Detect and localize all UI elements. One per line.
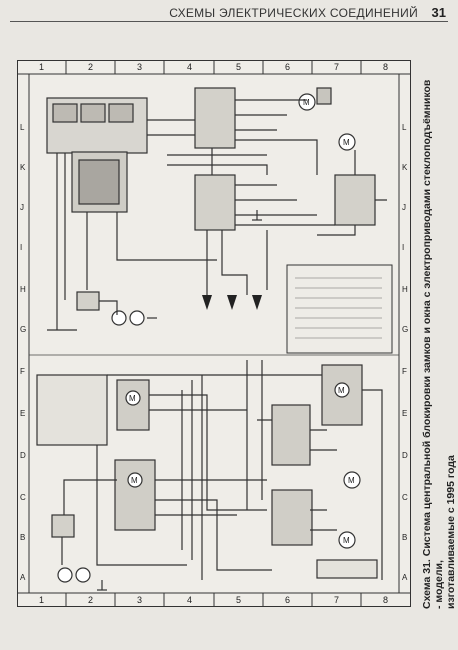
window-switch-block bbox=[334, 174, 376, 226]
svg-text:C: C bbox=[402, 493, 408, 502]
svg-text:M: M bbox=[343, 138, 350, 147]
svg-text:3: 3 bbox=[137, 595, 142, 605]
svg-text:B: B bbox=[20, 533, 25, 542]
window-block-left bbox=[271, 489, 313, 546]
row-strips: A B C D E F G H I J K L A B C D E F G H I J K L bbox=[20, 74, 408, 593]
lower-half: M M M M M bbox=[36, 360, 383, 583]
svg-text:8: 8 bbox=[383, 595, 388, 605]
header-title: СХЕМЫ ЭЛЕКТРИЧЕСКИХ СОЕДИНЕНИЙ bbox=[169, 6, 418, 20]
svg-text:J: J bbox=[402, 203, 406, 212]
svg-text:F: F bbox=[402, 367, 407, 376]
svg-text:K: K bbox=[402, 163, 408, 172]
svg-text:H: H bbox=[20, 285, 26, 294]
svg-text:D: D bbox=[20, 451, 26, 460]
svg-text:5: 5 bbox=[236, 595, 241, 605]
caption-line-2: изготавливаемые с 1995 года bbox=[445, 455, 457, 609]
svg-text:7: 7 bbox=[334, 595, 339, 605]
col-label-8: 8 bbox=[383, 62, 388, 72]
svg-text:H: H bbox=[402, 285, 408, 294]
svg-text:C: C bbox=[20, 493, 26, 502]
svg-text:L: L bbox=[20, 123, 25, 132]
control-note-box bbox=[316, 559, 378, 579]
window-block-right bbox=[271, 404, 311, 466]
svg-text:A: A bbox=[20, 573, 26, 582]
svg-text:A: A bbox=[402, 573, 408, 582]
col-label-6: 6 bbox=[285, 62, 290, 72]
switch-block-upper bbox=[194, 87, 236, 149]
svg-text:G: G bbox=[20, 325, 26, 334]
svg-text:F: F bbox=[20, 367, 25, 376]
svg-text:M: M bbox=[343, 536, 350, 545]
legend-box bbox=[286, 264, 393, 354]
svg-text:1: 1 bbox=[39, 595, 44, 605]
connector-arrows-upper bbox=[202, 295, 262, 310]
col-label-1: 1 bbox=[39, 62, 44, 72]
lock-block-rear-left bbox=[114, 459, 156, 531]
svg-text:E: E bbox=[402, 409, 407, 418]
svg-text:M: M bbox=[303, 98, 310, 107]
page-header: СХЕМЫ ЭЛЕКТРИЧЕСКИХ СОЕДИНЕНИЙ 31 bbox=[0, 0, 458, 22]
svg-text:I: I bbox=[402, 243, 404, 252]
svg-text:M: M bbox=[338, 386, 345, 395]
svg-text:G: G bbox=[402, 325, 408, 334]
svg-text:M: M bbox=[129, 394, 136, 403]
switch-block-lower bbox=[194, 174, 236, 231]
svg-text:E: E bbox=[20, 409, 25, 418]
svg-text:2: 2 bbox=[88, 595, 93, 605]
caption-line-1: Схема 31. Система центральной блокировки… bbox=[421, 79, 445, 609]
svg-text:4: 4 bbox=[187, 595, 192, 605]
col-label-2: 2 bbox=[88, 62, 93, 72]
svg-text:M: M bbox=[131, 476, 138, 485]
svg-text:D: D bbox=[402, 451, 408, 460]
col-label-7: 7 bbox=[334, 62, 339, 72]
upper-half: M M bbox=[46, 87, 387, 331]
col-label-4: 4 bbox=[187, 62, 192, 72]
caption-text: Схема 31. Система центральной блокировки… bbox=[421, 79, 457, 609]
wiring-diagram-svg: 1 2 3 4 5 6 7 8 1 2 3 4 5 6 7 8 A B C D E F G H I J K L A B C… bbox=[17, 60, 411, 607]
color-code-table bbox=[36, 374, 108, 446]
svg-text:M: M bbox=[348, 476, 355, 485]
svg-text:K: K bbox=[20, 163, 26, 172]
column-strip-bottom: 1 2 3 4 5 6 7 8 bbox=[17, 592, 411, 607]
svg-text:B: B bbox=[402, 533, 407, 542]
svg-text:L: L bbox=[402, 123, 407, 132]
caption-panel: Схема 31. Система центральной блокировки… bbox=[421, 80, 457, 609]
ground-symbols bbox=[97, 210, 262, 591]
wiring-diagram: 1 2 3 4 5 6 7 8 1 2 3 4 5 6 7 8 A B C D E F G H I J K L A B C… bbox=[17, 60, 411, 607]
col-label-5: 5 bbox=[236, 62, 241, 72]
svg-text:I: I bbox=[20, 243, 22, 252]
col-label-3: 3 bbox=[137, 62, 142, 72]
page-number: 31 bbox=[431, 5, 446, 20]
svg-text:6: 6 bbox=[285, 595, 290, 605]
lock-block-front-right bbox=[321, 364, 363, 426]
svg-text:J: J bbox=[20, 203, 24, 212]
header-rule bbox=[10, 21, 448, 22]
column-strip-top: 1 2 3 4 5 6 7 8 bbox=[17, 60, 411, 75]
